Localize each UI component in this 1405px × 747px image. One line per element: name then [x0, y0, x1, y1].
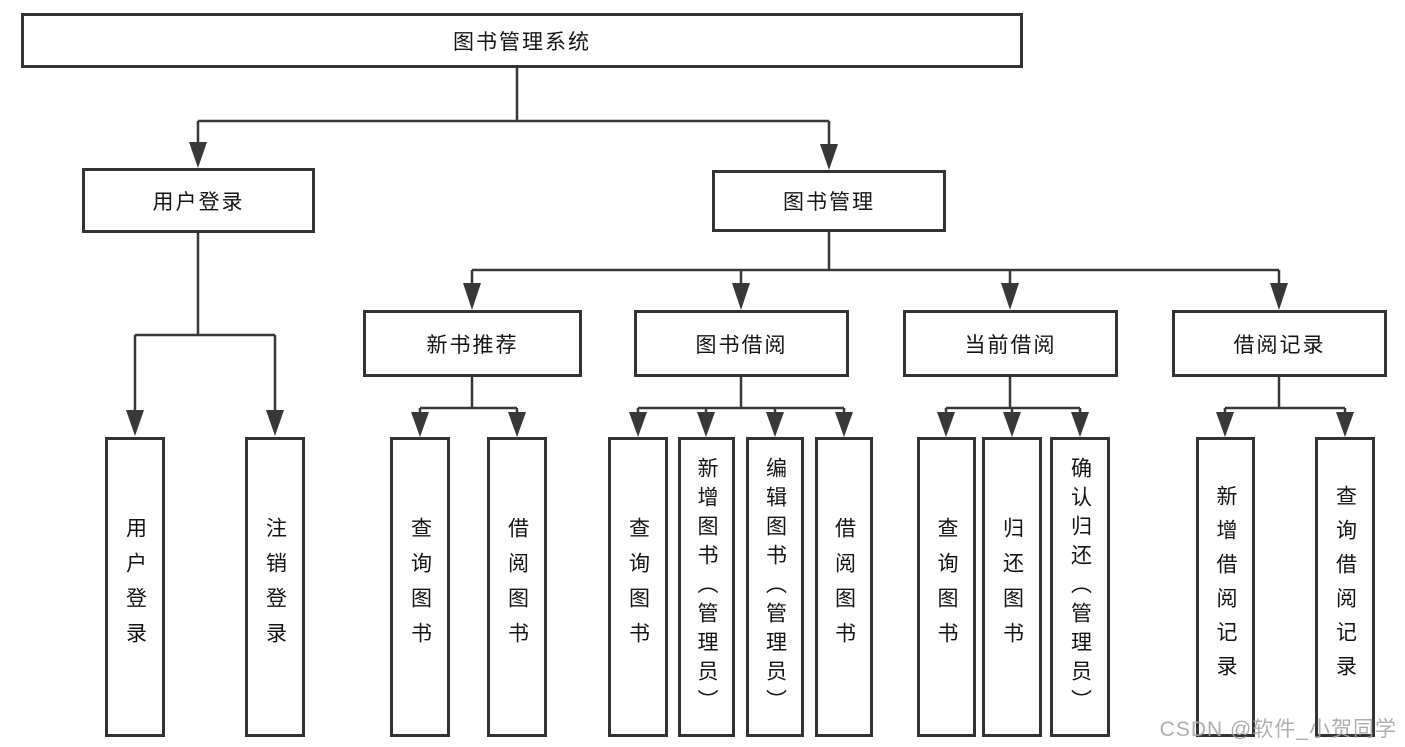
node-borrow-records-label: 借阅记录 [1233, 333, 1326, 357]
node-leaf-borrow-books-2: 借阅图书 [815, 437, 873, 737]
csdn-watermark: CSDN @软件_小贺同学 [1159, 718, 1397, 741]
node-leaf-query-books-2: 查询图书 [608, 437, 668, 737]
node-book-management: 图书管理 [712, 170, 946, 232]
node-leaf-query-books-1: 查询图书 [390, 437, 450, 737]
node-leaf-add-books-admin-label: 新增图书（管理员） [695, 456, 718, 718]
node-leaf-borrow-books-1: 借阅图书 [487, 437, 547, 737]
node-leaf-add-borrow-record-label: 新增借阅记录 [1214, 485, 1237, 689]
node-leaf-query-books-3: 查询图书 [917, 437, 976, 737]
node-leaf-add-books-admin: 新增图书（管理员） [678, 437, 735, 737]
node-leaf-confirm-return-admin: 确认归还（管理员） [1050, 437, 1110, 737]
node-borrow-records: 借阅记录 [1172, 310, 1387, 377]
node-current-borrow: 当前借阅 [903, 310, 1118, 377]
node-book-borrow-label: 图书借阅 [695, 333, 788, 357]
node-leaf-query-borrow-record: 查询借阅记录 [1315, 437, 1375, 737]
node-leaf-add-borrow-record: 新增借阅记录 [1196, 437, 1255, 737]
node-leaf-query-books-2-label: 查询图书 [626, 517, 650, 657]
node-leaf-logout-label: 注销登录 [263, 517, 287, 657]
node-leaf-borrow-books-1-label: 借阅图书 [505, 517, 529, 657]
node-user-login-branch-label: 用户登录 [152, 190, 245, 214]
node-leaf-query-borrow-record-label: 查询借阅记录 [1333, 485, 1357, 689]
node-leaf-return-books: 归还图书 [982, 437, 1042, 737]
node-leaf-edit-books-admin-label: 编辑图书（管理员） [763, 456, 787, 718]
node-book-borrow: 图书借阅 [634, 310, 849, 377]
node-current-borrow-label: 当前借阅 [964, 333, 1057, 357]
node-leaf-borrow-books-2-label: 借阅图书 [832, 517, 856, 657]
node-new-book-recommend-label: 新书推荐 [426, 333, 519, 357]
node-leaf-user-login: 用户登录 [105, 437, 165, 737]
node-leaf-query-books-1-label: 查询图书 [408, 517, 432, 657]
node-root-label: 图书管理系统 [453, 30, 591, 54]
node-leaf-query-books-3-label: 查询图书 [935, 517, 958, 657]
node-leaf-edit-books-admin: 编辑图书（管理员） [746, 437, 804, 737]
node-book-management-label: 图书管理 [783, 191, 875, 214]
node-new-book-recommend: 新书推荐 [363, 310, 582, 377]
node-leaf-confirm-return-admin-label: 确认归还（管理员） [1068, 456, 1092, 718]
node-leaf-user-login-label: 用户登录 [123, 517, 147, 657]
node-leaf-return-books-label: 归还图书 [1000, 517, 1024, 657]
node-user-login-branch: 用户登录 [82, 168, 315, 233]
node-leaf-logout: 注销登录 [245, 437, 305, 737]
node-root: 图书管理系统 [21, 13, 1023, 68]
